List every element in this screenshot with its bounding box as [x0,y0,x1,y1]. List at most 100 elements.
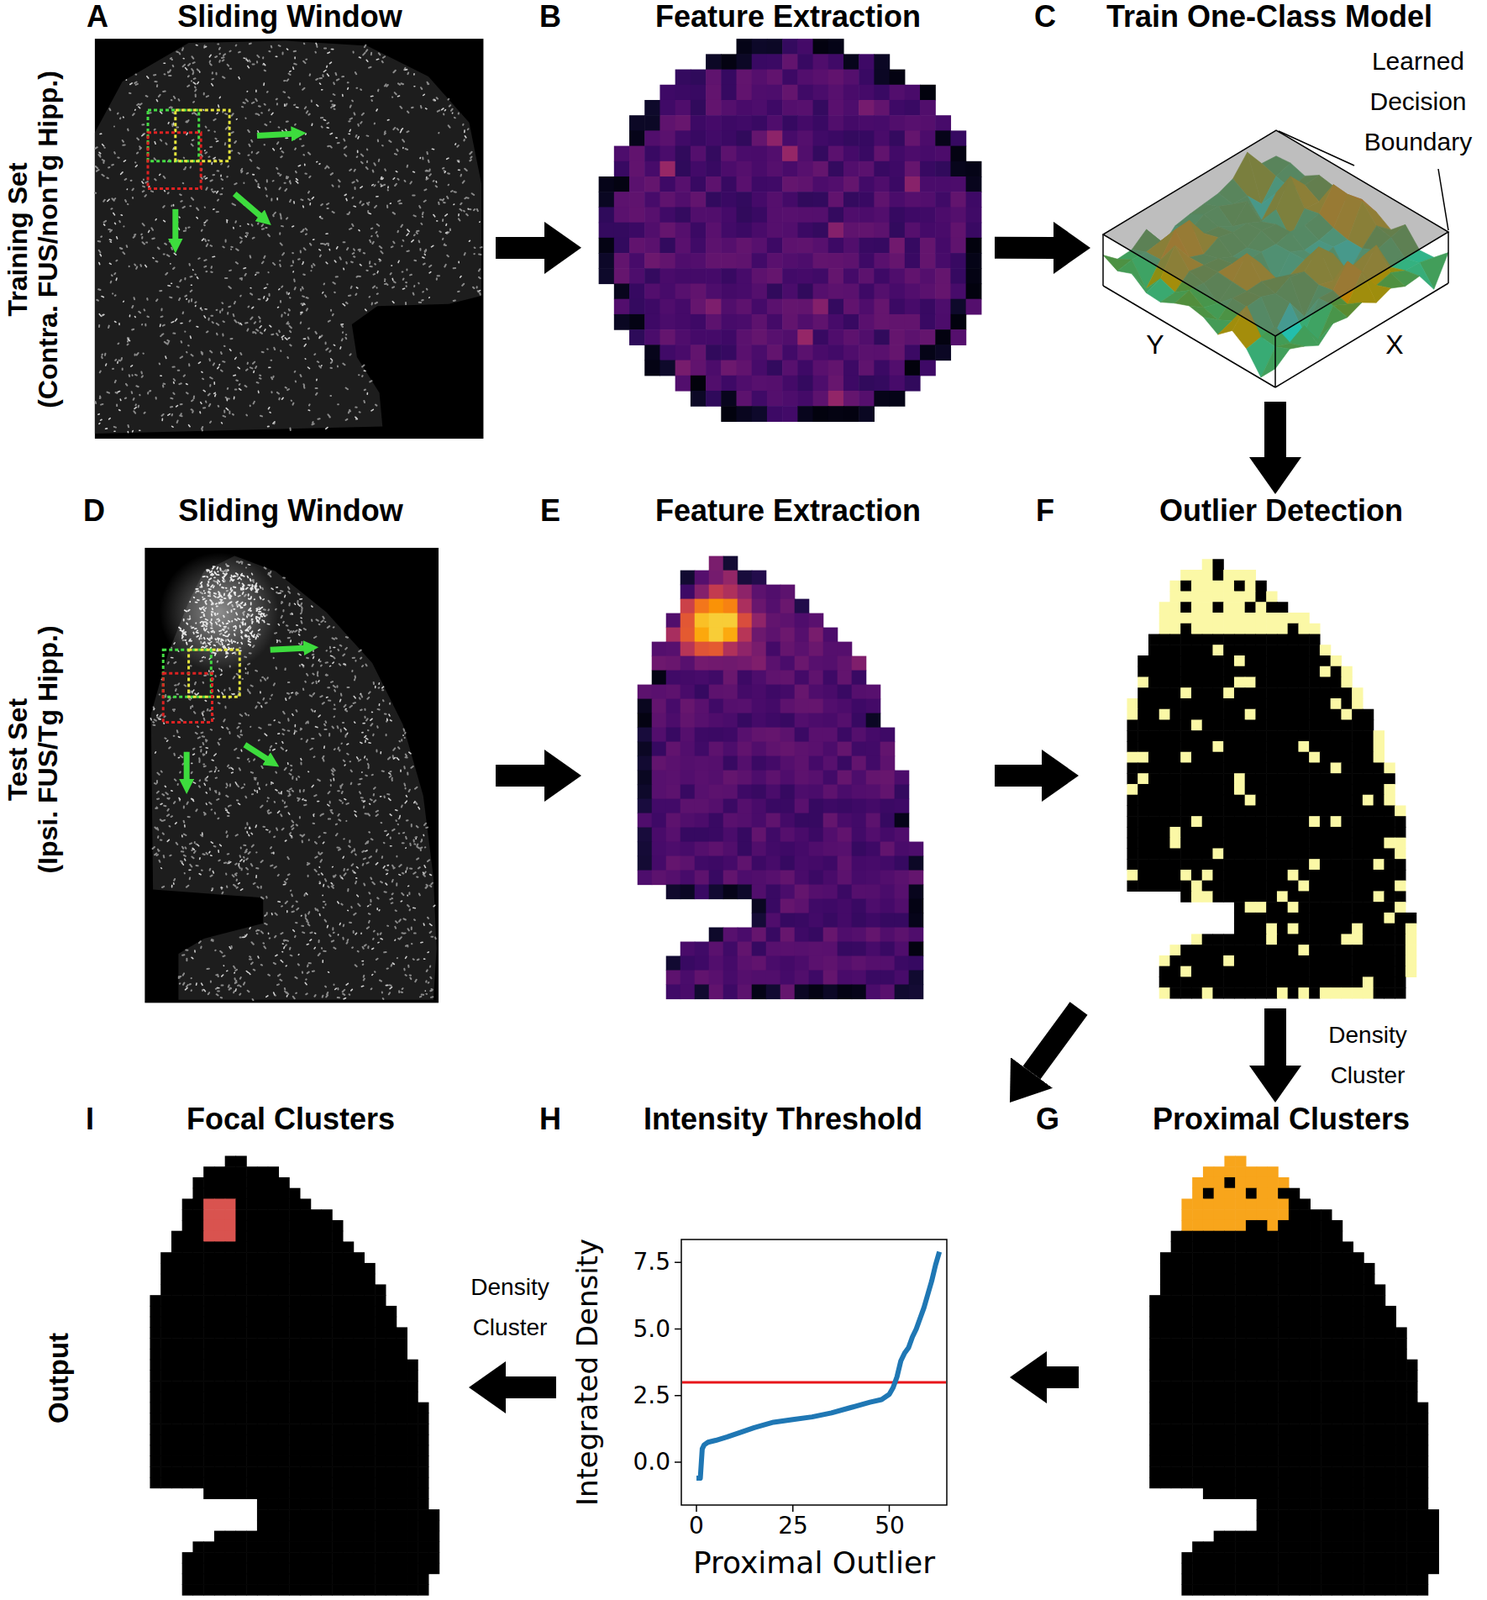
grid-cell [1137,655,1149,667]
grid-cell [1373,880,1385,892]
grid-cell [737,884,753,900]
grid-cell [1342,1240,1354,1252]
grid-cell [1319,858,1331,870]
grid-cell [1234,890,1246,902]
grid-cell [1212,655,1224,667]
grid-cell [1223,740,1235,752]
grid-cell [851,913,867,929]
grid-cell [1223,666,1235,678]
grid-cell [767,283,783,300]
grid-cell [904,267,921,284]
grid-cell [637,698,653,715]
grid-cell [1255,612,1267,624]
grid-cell [858,222,875,239]
grid-cell [1234,1166,1246,1177]
grid-cell [1212,761,1224,773]
grid-cell [1148,666,1160,678]
grid-cell [1202,890,1214,902]
grid-cell [889,267,906,284]
grid-cell [1330,761,1342,773]
grid-cell [751,784,768,800]
grid-cell [1394,890,1406,902]
grid-cell [809,970,825,986]
grid-cell [1191,837,1203,849]
grid-cell [1191,634,1203,646]
grid-cell [797,283,814,300]
grid-cell [1137,730,1149,741]
grid-cell [780,713,796,729]
grid-cell [1297,719,1309,731]
grid-cell [843,329,860,346]
grid-cell [690,206,707,223]
grid-cell [873,115,890,132]
grid-cell [709,798,725,815]
grid-cell [843,206,860,223]
grid-cell [709,613,725,629]
grid-cell [873,329,890,346]
direction-arrow [270,647,309,650]
grid-cell [1224,1198,1235,1209]
grid-cell [794,613,810,629]
grid-cell [1234,569,1246,581]
grid-cell [736,115,753,132]
grid-cell [1245,634,1256,646]
grid-cell [1340,709,1352,720]
grid-cell [637,741,653,757]
grid-cell [1373,955,1385,967]
grid-cell [767,252,783,269]
grid-cell [1255,644,1267,656]
grid-cell [950,283,967,300]
grid-cell [1148,709,1160,720]
grid-cell [1287,880,1299,892]
grid-cell [843,267,860,284]
grid-cell [823,741,839,757]
grid-cell [780,798,796,815]
grid-cell [894,884,910,900]
grid-cell [894,813,910,829]
grid-cell [1297,901,1309,913]
grid-cell [690,267,707,284]
grid-cell [837,813,853,829]
grid-cell [1255,623,1267,635]
grid-cell [894,827,910,843]
grid-cell [1297,644,1309,656]
grid-cell [780,941,796,957]
grid-cell [1213,1262,1225,1274]
grid-cell [651,698,668,715]
grid-cell [828,176,845,193]
grid-cell [1245,751,1256,763]
grid-cell [720,146,737,163]
grid-cell [851,970,867,986]
grid-cell [1320,1251,1332,1263]
grid-cell [766,641,782,657]
grid-cell [1309,1262,1321,1274]
grid-cell [751,237,768,254]
grid-cell [766,599,782,615]
grid-cell [880,756,896,772]
grid-cell [1202,966,1214,978]
grid-cell [737,770,753,786]
grid-cell [797,130,814,147]
grid-cell [1212,558,1224,570]
grid-cell [1308,804,1320,816]
grid-cell [1266,601,1277,613]
grid-cell [1340,804,1352,816]
grid-cell [1319,655,1331,667]
grid-cell [1171,1240,1183,1252]
grid-cell [767,405,783,422]
outlier-map [1126,558,1417,999]
grid-cell [780,841,796,857]
grid-cell [1330,709,1342,720]
grid-cell [751,798,768,815]
grid-cell [966,161,983,178]
grid-cell [1362,847,1374,859]
grid-cell [694,727,710,743]
grid-cell [1137,740,1149,752]
grid-cell [813,130,830,147]
grid-cell [1297,815,1309,827]
grid-cell [782,191,799,208]
grid-cell [904,237,921,254]
grid-cell [858,146,875,163]
grid-cell [919,252,936,269]
grid-cell [1160,1273,1172,1285]
